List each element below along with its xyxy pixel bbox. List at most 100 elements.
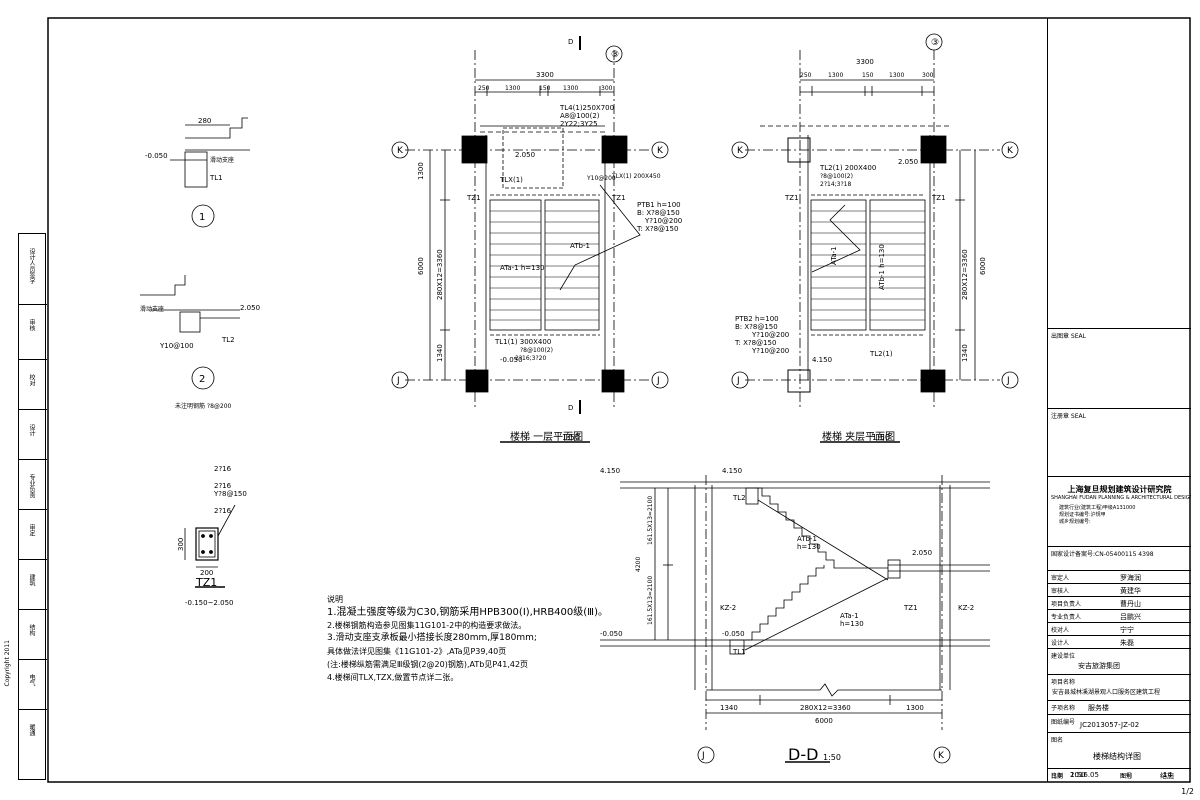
flight-label: ATb-1 xyxy=(570,242,590,250)
institute-block: 上海复旦规划建筑设计研究院 SHANGHAI FUDAN PLANNING & … xyxy=(1048,476,1191,546)
date-label: 日期 xyxy=(1051,773,1064,780)
scale-label: 比例 xyxy=(1051,773,1064,780)
note-item: 3.滑动支座支承板最小搭接长度280mm,厚180mm; xyxy=(327,633,537,643)
client-label: 建设单位 xyxy=(1051,653,1076,660)
date-value: 2016.05 xyxy=(1070,771,1099,779)
strip-cell: 专业负责 xyxy=(19,459,47,510)
note-item: (注:楼梯纵筋需满足Ⅲ级钢(2@20)钢筋),ATb见P41,42页 xyxy=(327,660,529,669)
cert-line: 城乡规划编号: xyxy=(1059,519,1091,525)
role-label: 校对人 xyxy=(1051,627,1070,634)
strip-label: 设计 xyxy=(28,424,35,436)
section-cut-label: D xyxy=(568,38,573,46)
plan-first-floor xyxy=(391,36,669,443)
section-title: D-D xyxy=(788,745,818,764)
axis-label: J xyxy=(736,376,740,386)
axis-label: J xyxy=(701,751,705,761)
role-row: 专业负责人吕鹏兴 xyxy=(1048,609,1191,622)
strip-label: 结构 xyxy=(28,624,35,636)
beam-label: 2?14;3?18 xyxy=(820,181,851,188)
drawing-title-label: 图名 xyxy=(1051,737,1064,744)
date-row: 日期 xyxy=(1048,782,1191,784)
section-cut-label: D xyxy=(568,404,573,412)
dimension: 280X12=3360 xyxy=(961,249,969,300)
date-sheet-row: 日期 2016.05 图号 14 xyxy=(1048,768,1190,782)
slab-label: PTB1 h=100 xyxy=(637,201,681,209)
filing-number: 国家设计备案号:CN-05400115 4398 xyxy=(1048,546,1191,570)
beam-label: TL1 xyxy=(209,174,223,182)
note-item: 具体做法详见图集《11G101-2》,ATa见P39,40页 xyxy=(327,647,507,656)
note-item: 2.楼梯钢筋构造参见图集11G101-2中的构造要求做法。 xyxy=(327,621,527,630)
slab-label: B: X?8@150 xyxy=(637,209,680,217)
dimension: 250 xyxy=(800,72,812,79)
dimension: 1300 xyxy=(906,704,924,712)
axis-label: K xyxy=(397,146,404,156)
role-label: 设计人 xyxy=(1051,640,1070,647)
note-item: 4.楼梯间TLX,TZX,做置节点详二张。 xyxy=(327,673,459,682)
strip-label: 建筑 xyxy=(28,574,35,586)
detail-caption: 未注明钢筋 ?8@200 xyxy=(175,402,232,410)
type-value: 结施 xyxy=(1160,772,1174,780)
rebar-label: 2?16 xyxy=(214,465,232,473)
flight-label: h=130 xyxy=(797,543,821,551)
role-name: 吕鹏兴 xyxy=(1120,613,1141,621)
notes-heading: 说明 xyxy=(327,595,343,604)
role-name: 宁宁 xyxy=(1120,626,1134,634)
dimension: 6000 xyxy=(979,257,987,275)
filing-number-text: 国家设计备案号:CN-05400115 4398 xyxy=(1051,551,1154,558)
beam-label: TL1 xyxy=(732,648,746,656)
column-label: TZ1 xyxy=(931,194,946,202)
beam-label: TL2 xyxy=(732,494,746,502)
slab-label: T: X?8@150 xyxy=(636,225,678,233)
title-block: 出图章 SEAL 注册章 SEAL 上海复旦规划建筑设计研究院 SHANGHAI… xyxy=(1047,18,1191,782)
dimension: 1300 xyxy=(505,85,520,92)
section-dd-text: 4.150 4.150 2.050 -0.050 -0.050 TL2 ATb-… xyxy=(600,467,974,764)
dimension: 200 xyxy=(200,569,213,577)
role-row: 审定人罗海润 xyxy=(1048,570,1191,583)
level-label: 4.150 xyxy=(722,467,742,475)
type-label: 图别 xyxy=(1120,773,1133,780)
beam-label: TL2(1) xyxy=(869,350,893,358)
slab-label: T: X?8@150 xyxy=(734,339,776,347)
flight-label: h=130 xyxy=(840,620,864,628)
client-row: 建设单位 安吉旅游集团 xyxy=(1048,648,1191,674)
axis-label: K xyxy=(657,146,664,156)
drawing-title: 楼梯结构详图 xyxy=(1093,752,1141,761)
flight-label: ATa-1 h=130 xyxy=(500,264,545,272)
strip-cell: 暖通 xyxy=(19,709,47,782)
copyright: Copyright 2011 xyxy=(4,640,11,687)
dimension: 161.5X13=2100 xyxy=(647,496,654,545)
detail-1-text: 280 -0.050 滑动支座 TL1 1 xyxy=(145,117,234,223)
strip-cell: 审核 xyxy=(19,304,47,360)
drawing-title-row: 图名 楼梯结构详图 xyxy=(1048,732,1191,768)
dimension: 1340 xyxy=(436,344,444,362)
subproject-row: 子项名称 服务楼 xyxy=(1048,700,1191,714)
beam-label: 2?16;3?20 xyxy=(515,355,546,362)
dimension: 6000 xyxy=(417,257,425,275)
column-label: TZ1 xyxy=(903,604,918,612)
project-row: 项目名称 安吉县城林溪湖景观人口服务区建筑工程 xyxy=(1048,674,1191,700)
level-label: -0.050 xyxy=(600,630,623,638)
dimension: 300 xyxy=(601,85,613,92)
level-label: -0.050 xyxy=(722,630,745,638)
detail-2-text: 2.050 滑动支座 Y10@100 TL2 2 未注明钢筋 ?8@200 xyxy=(140,304,260,410)
level-label: -0.050 xyxy=(145,152,168,160)
rebar-label: Y?8@150 xyxy=(213,490,247,498)
rebar-label: 2?16 xyxy=(214,507,232,515)
dimension: 161.5X13=2100 xyxy=(647,576,654,625)
subproject-name: 服务楼 xyxy=(1088,704,1109,712)
dimension: 280X12=3360 xyxy=(436,249,444,300)
column-label: TZ1 xyxy=(784,194,799,202)
plan-mezzanine xyxy=(731,33,1019,443)
seal-label: 注册章 SEAL xyxy=(1051,413,1086,420)
strip-cell: 审定 xyxy=(19,509,47,560)
role-row: 审核人黄建华 xyxy=(1048,583,1191,596)
detail-number: 1 xyxy=(199,212,205,223)
role-row: 设计人朱磊 xyxy=(1048,635,1191,648)
drawing-frame xyxy=(47,17,1191,783)
dimension: 280 xyxy=(198,117,211,125)
drawing-number-label: 图纸编号 xyxy=(1051,719,1076,726)
support-note: 滑动支座 xyxy=(210,156,234,164)
strip-label: 暖通 xyxy=(28,724,35,736)
flight-label: ATb-1 h=130 xyxy=(878,244,886,290)
drawing-number-row: 图纸编号 JC2013057-JZ-02 xyxy=(1048,714,1191,732)
